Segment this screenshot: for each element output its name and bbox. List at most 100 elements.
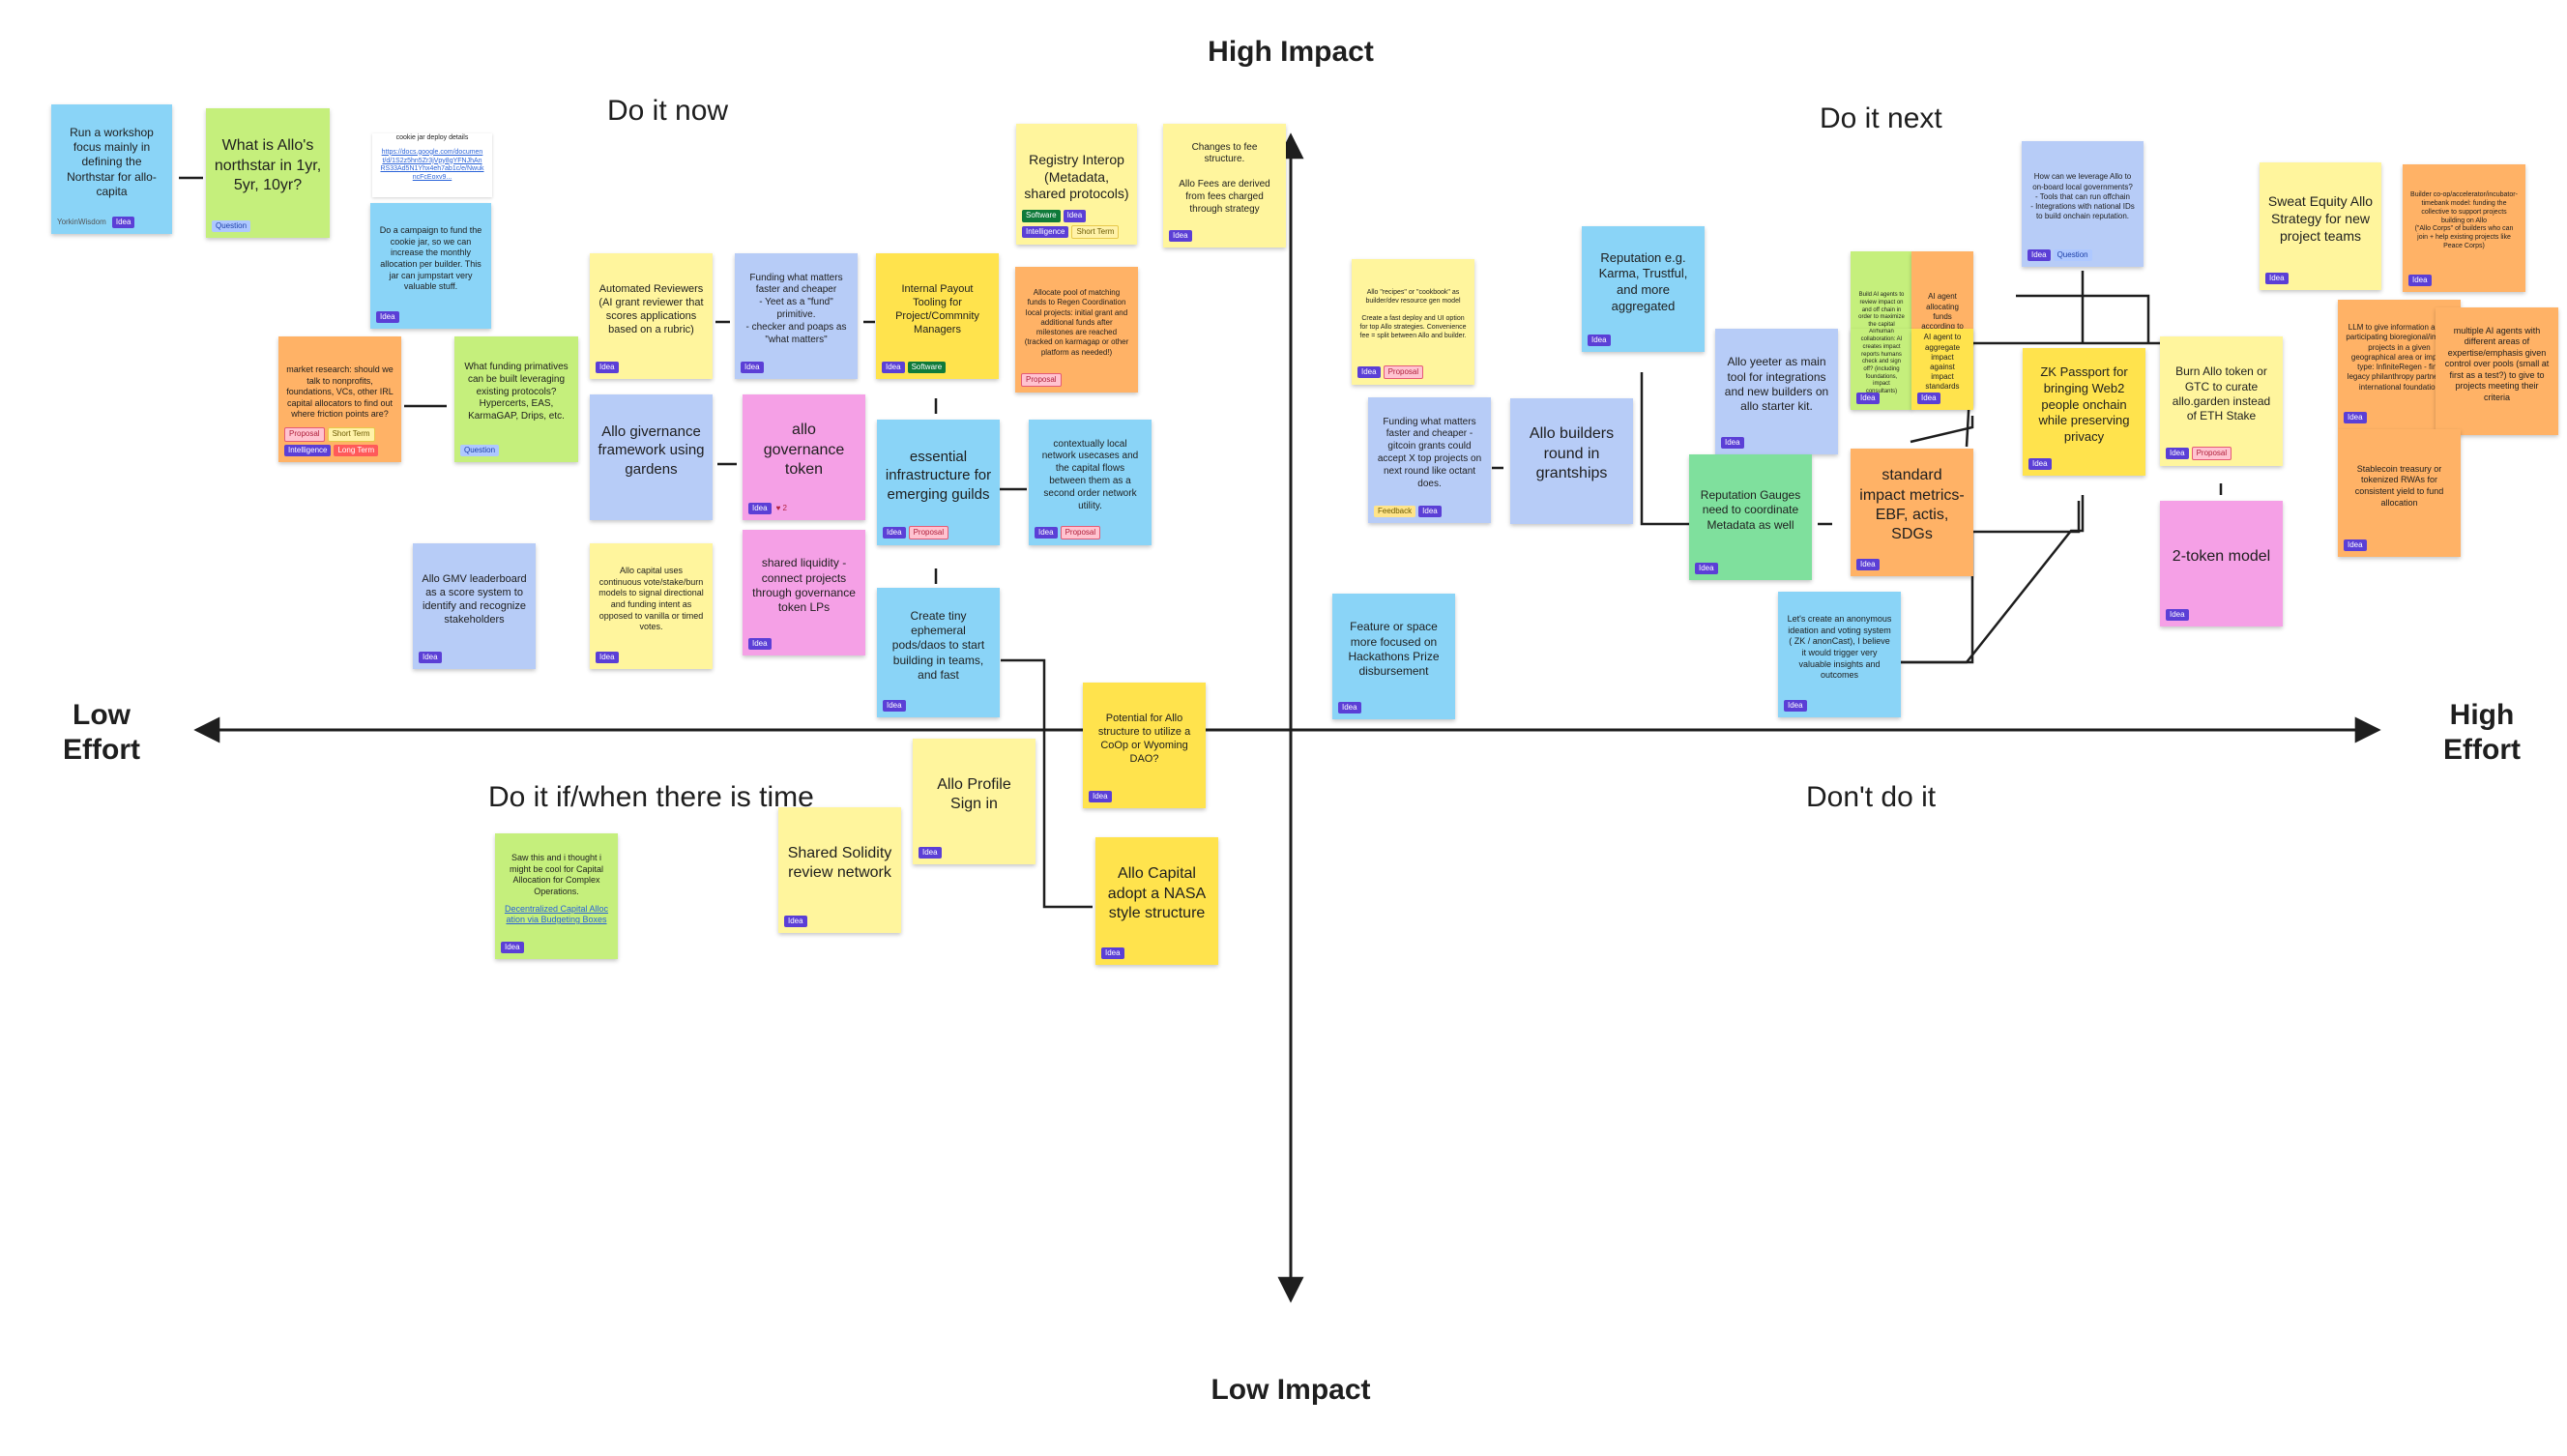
note-link[interactable]: https://docs.google.com/document/d/1S2z5… <box>380 148 484 182</box>
tag-longterm: Long Term <box>334 444 379 456</box>
note-text: Allo GMV leaderboard as a score system t… <box>422 572 527 626</box>
sticky-note-budgeting[interactable]: Saw this and i thought i might be cool f… <box>495 833 618 959</box>
sticky-note-funding-matters[interactable]: Funding what matters faster and cheaper … <box>735 253 858 379</box>
axis-label-low-impact: Low Impact <box>1211 1374 1371 1406</box>
sticky-note-anonymous[interactable]: Let's create an anonymous ideation and v… <box>1778 592 1901 717</box>
note-tags: Idea <box>596 651 619 663</box>
sticky-note-incubator[interactable]: Builder co-op/accelerator/incubator-time… <box>2403 164 2525 292</box>
note-tags: Idea <box>1856 392 1880 404</box>
tag-software: Software <box>1022 210 1061 222</box>
tag-idea: Idea <box>596 651 619 663</box>
tag-idea: Idea <box>596 361 619 373</box>
sticky-note-standard-impact[interactable]: standard impact metrics- EBF, actis, SDG… <box>1851 449 1973 576</box>
tag-idea: Idea <box>741 361 764 373</box>
note-text: Potential for Allo structure to utilize … <box>1097 712 1191 766</box>
sticky-note-reputation-karma[interactable]: Reputation e.g. Karma, Trustful, and mor… <box>1582 226 1705 352</box>
note-text: Create tiny ephemeral pods/daos to start… <box>891 608 985 683</box>
sticky-note-cookiejar-link[interactable]: cookie jar deploy details https://docs.go… <box>372 133 492 197</box>
sticky-note-multi-ai[interactable]: multiple AI agents with different areas … <box>2436 307 2558 435</box>
sticky-note-funding-octant[interactable]: Funding what matters faster and cheaper … <box>1368 397 1491 523</box>
note-text: Allo givernance framework using gardens <box>598 423 705 478</box>
note-text: Automated Reviewers (AI grant reviewer t… <box>598 282 704 336</box>
sticky-note-primatives[interactable]: What funding primatives can be built lev… <box>454 336 578 462</box>
tag-idea: Idea <box>748 502 772 514</box>
tag-idea: Idea <box>1917 392 1940 404</box>
note-text: Shared Solidity review network <box>787 844 892 881</box>
tag-idea: Idea <box>1338 701 1361 713</box>
tag-idea: Idea <box>1089 790 1112 802</box>
sticky-note-regen-pool[interactable]: Allocate pool of matching funds to Regen… <box>1015 267 1138 393</box>
sticky-note-gauges[interactable]: Reputation Gauges need to coordinate Met… <box>1689 454 1812 580</box>
sticky-note-cookiejar[interactable]: Do a campaign to fund the cookie jar, so… <box>370 203 491 329</box>
tag-idea: Idea <box>2166 447 2189 459</box>
sticky-note-market[interactable]: market research: should we talk to nonpr… <box>278 336 401 462</box>
sticky-note-infra[interactable]: essential infrastructure for emerging gu… <box>877 420 1000 545</box>
sticky-note-yeeter[interactable]: Allo yeeter as main tool for integration… <box>1715 329 1838 454</box>
note-tags: Idea <box>2344 539 2367 551</box>
axis-label-high-effort: High Effort <box>2443 699 2521 766</box>
sticky-note-zk[interactable]: ZK Passport for bringing Web2 people onc… <box>2023 348 2145 476</box>
sticky-note-northstar[interactable]: What is Allo's northstar in 1yr, 5yr, 10… <box>206 108 330 238</box>
sticky-note-coop[interactable]: Potential for Allo structure to utilize … <box>1083 683 1206 808</box>
note-tags: Idea <box>596 361 619 373</box>
sticky-note-reviewers[interactable]: Automated Reviewers (AI grant reviewer t… <box>590 253 713 379</box>
sticky-note-hackathons[interactable]: Feature or space more focused on Hackath… <box>1332 594 1455 719</box>
note-tags: Idea <box>1101 946 1124 959</box>
note-text: Builder co-op/accelerator/incubator-time… <box>2410 190 2518 250</box>
note-text: Saw this and i thought i might be cool f… <box>509 853 604 896</box>
note-text: essential infrastructure for emerging gu… <box>885 449 992 503</box>
note-tags: Question <box>212 219 251 232</box>
note-tags: Idea <box>1588 334 1611 346</box>
tag-idea: Idea <box>784 915 807 927</box>
sticky-note-fees[interactable]: Changes to fee structure. Allo Fees are … <box>1163 124 1286 248</box>
note-text: Sweat Equity Allo Strategy for new proje… <box>2267 193 2374 244</box>
tag-idea: Idea <box>919 846 942 859</box>
sticky-note-givernance[interactable]: Allo givernance framework using gardens <box>590 394 713 520</box>
note-tags: Idea <box>2028 457 2052 470</box>
tag-idea: Idea <box>2028 457 2052 470</box>
sticky-note-nasa[interactable]: Allo Capital adopt a NASA style structur… <box>1095 837 1218 965</box>
tag-intelligence: Intelligence <box>284 444 332 456</box>
sticky-note-stablecoin[interactable]: Stablecoin treasury or tokenized RWAs fo… <box>2338 429 2461 557</box>
sticky-note-payout[interactable]: Internal Payout Tooling for Project/Comm… <box>876 253 999 379</box>
sticky-note-builders-round[interactable]: Allo builders round in grantships <box>1510 398 1633 524</box>
quadrant-label-dont-do-it: Don't do it <box>1806 781 1937 813</box>
note-tags: Question <box>460 444 500 456</box>
sticky-note-pods[interactable]: Create tiny ephemeral pods/daos to start… <box>877 588 1000 717</box>
sticky-note-gmv[interactable]: Allo GMV leaderboard as a score system t… <box>413 543 536 669</box>
sticky-note-burn[interactable]: Burn Allo token or GTC to curate allo.ga… <box>2160 336 2283 466</box>
sticky-note-recipes[interactable]: Allo "recipes" or "cookbook" as builder/… <box>1352 259 1474 385</box>
sticky-note-registry[interactable]: Registry Interop (Metadata, shared proto… <box>1016 124 1137 245</box>
note-text: LLM to give information about participat… <box>2346 323 2453 392</box>
sticky-note-liquidity[interactable]: shared liquidity - connect projects thro… <box>743 530 865 655</box>
tag-idea: Idea <box>2344 539 2367 551</box>
tag-idea: Idea <box>1357 365 1381 378</box>
sticky-note-sweat[interactable]: Sweat Equity Allo Strategy for new proje… <box>2260 162 2381 290</box>
sticky-note-continuous[interactable]: Allo capital uses continuous vote/stake/… <box>590 543 713 669</box>
sticky-note-local-gov[interactable]: How can we leverage Allo to on-board loc… <box>2022 141 2144 267</box>
note-text: Allo builders round in grantships <box>1529 425 1615 482</box>
note-tags: Idea <box>501 941 524 953</box>
sticky-note-ai-aggregate[interactable]: AI agent to aggregate impact against imp… <box>1911 329 1973 410</box>
note-link[interactable]: Decentralized Capital Allocation via Bud… <box>504 903 609 925</box>
sticky-note-local-network[interactable]: contextually local network usecases and … <box>1029 420 1152 545</box>
sticky-note-workshop[interactable]: Run a workshop focus mainly in defining … <box>51 104 172 234</box>
axis-label-high-impact: High Impact <box>1208 36 1374 68</box>
tag-idea: Idea <box>1035 526 1058 539</box>
note-text: Stablecoin treasury or tokenized RWAs fo… <box>2354 463 2444 508</box>
note-text: market research: should we talk to nonpr… <box>286 364 394 420</box>
note-tags: Idea <box>1089 790 1112 802</box>
note-text: Allocate pool of matching funds to Regen… <box>1024 288 1129 357</box>
sticky-note-ai-human[interactable]: AI/human collaboration: AI creates impac… <box>1851 329 1912 410</box>
tag-idea: Idea <box>376 310 399 323</box>
note-text: cookie jar deploy details <box>395 133 469 141</box>
